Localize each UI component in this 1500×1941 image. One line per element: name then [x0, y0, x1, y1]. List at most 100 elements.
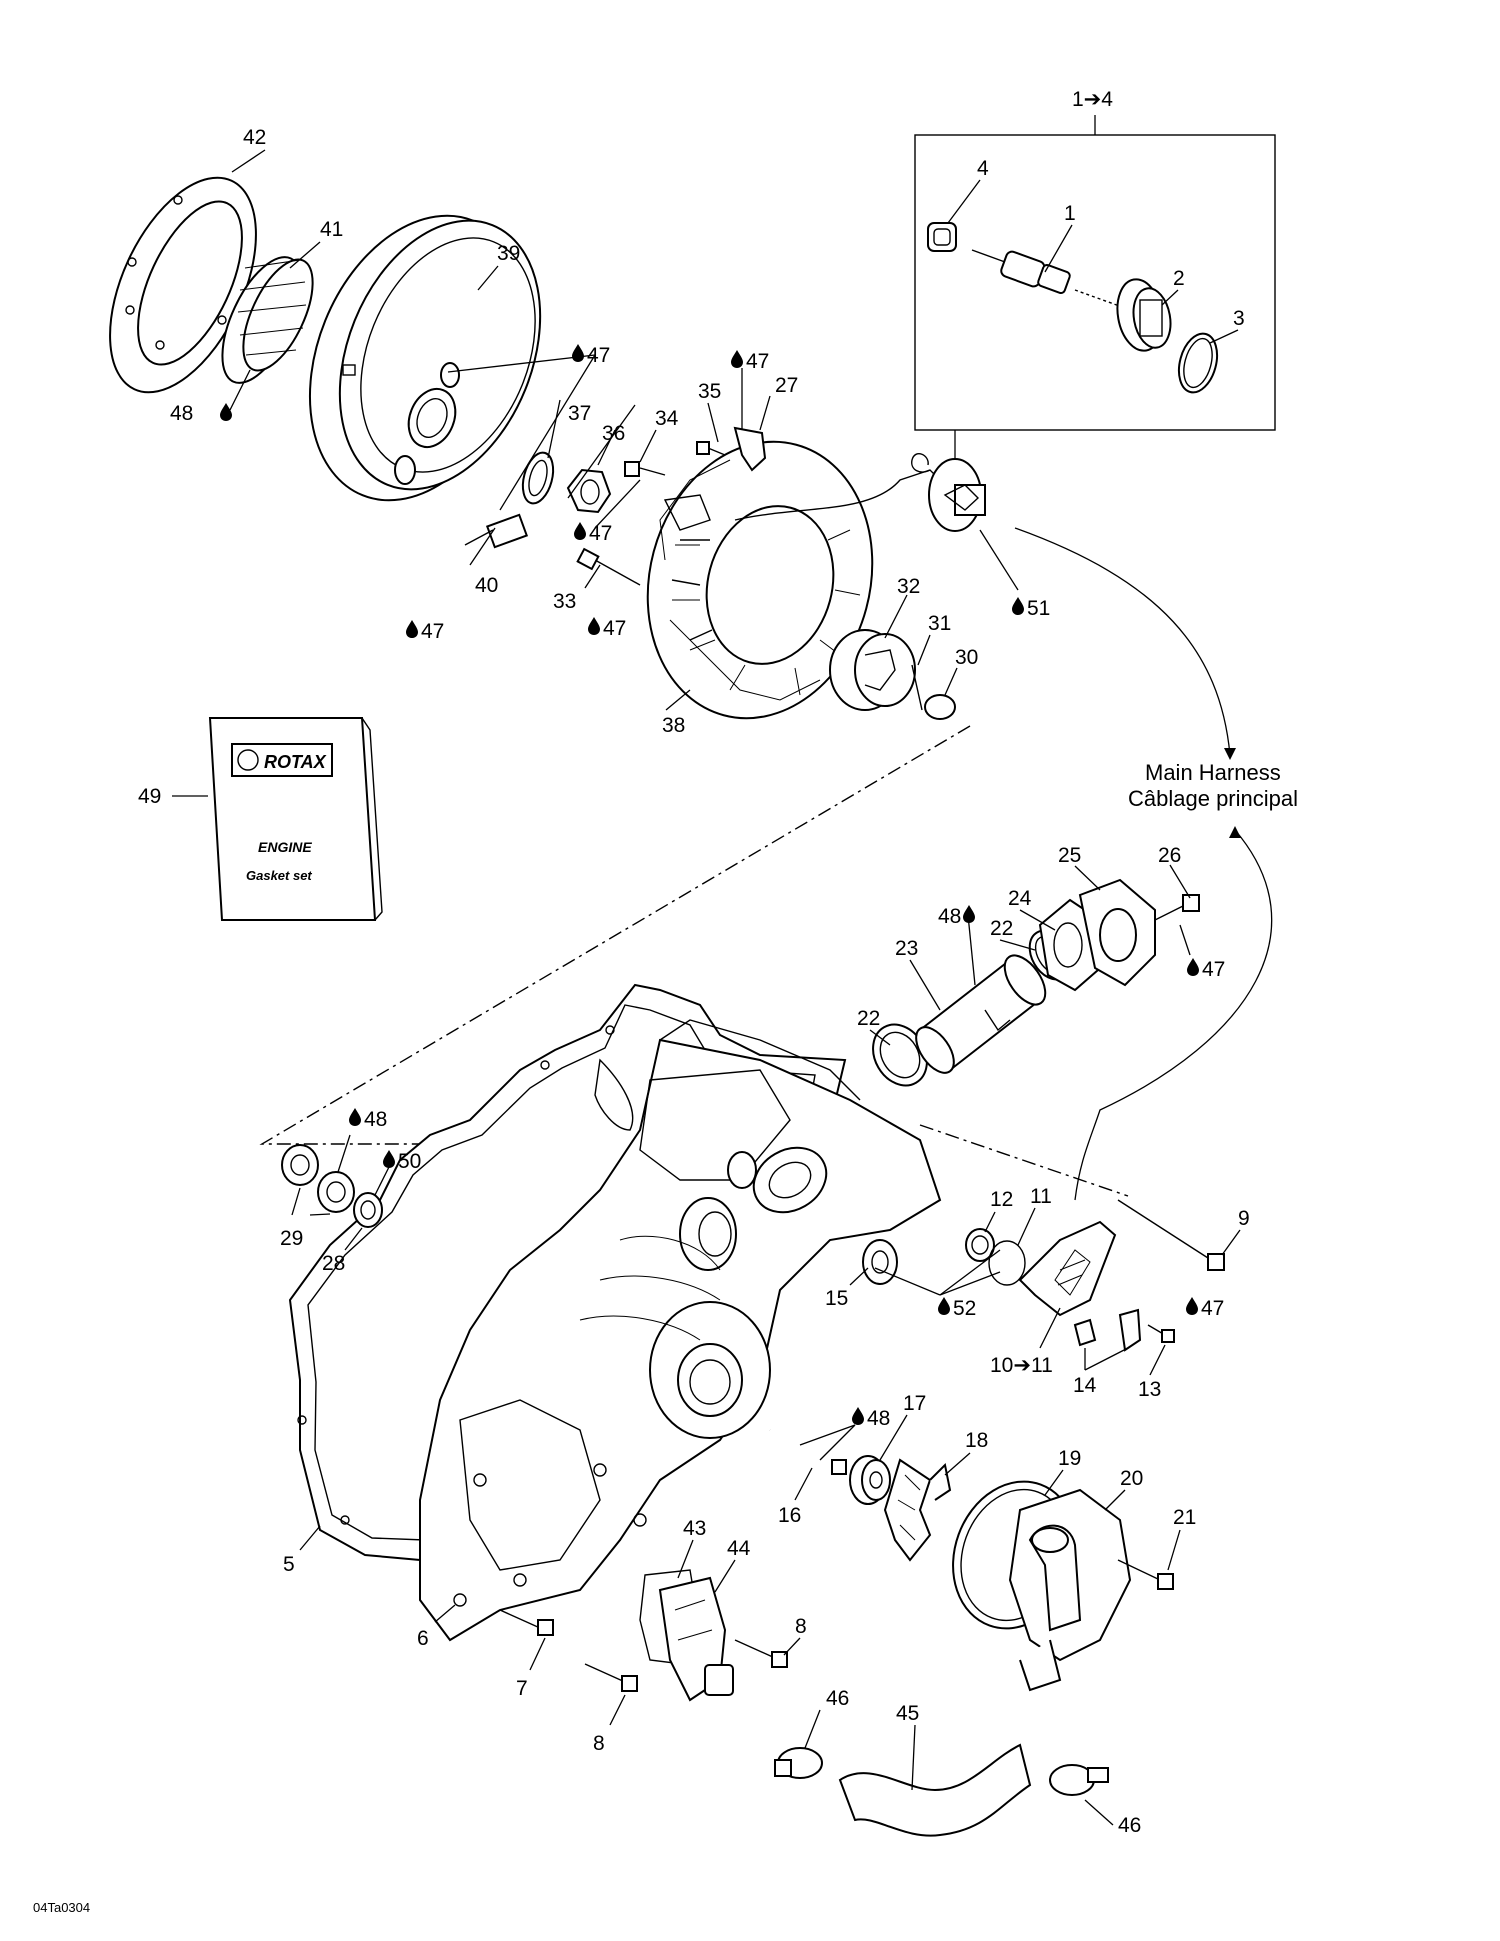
hose-clamp-46-b — [1049, 1764, 1109, 1796]
connector-51 — [928, 458, 986, 532]
manual-title: ENGINE — [258, 839, 312, 855]
callout-8-a: 8 — [795, 1615, 807, 1638]
callout-11: 11 — [1030, 1185, 1052, 1208]
screw-8-a — [734, 1639, 788, 1668]
callout-22-b: 22 — [990, 917, 1013, 940]
callout-7: 7 — [516, 1677, 528, 1700]
sensor-10 — [1018, 1220, 1117, 1317]
plug-30 — [924, 694, 956, 720]
sensor-part-1 — [971, 249, 1126, 309]
lubricant-drop-icon — [574, 522, 586, 540]
lube-ref-51: 51 — [1027, 597, 1050, 620]
callout-41: 41 — [320, 218, 343, 241]
main-harness-label: Main Harness — [1145, 760, 1281, 785]
callout-33: 33 — [553, 590, 576, 613]
lube-ref-48-a: 48 — [170, 402, 193, 425]
callout-1: 1 — [1064, 202, 1076, 225]
callout-31: 31 — [928, 612, 951, 635]
callout-46-b: 46 — [1118, 1814, 1141, 1837]
lubricant-drop-icon — [349, 1108, 361, 1126]
lube-ref-47-a: 47 — [587, 344, 610, 367]
callout-39: 39 — [497, 242, 520, 265]
trigger-cap-32 — [829, 629, 916, 711]
callout-37: 37 — [568, 402, 591, 425]
callout-21: 21 — [1173, 1506, 1196, 1529]
clamp-27 — [733, 426, 767, 472]
lube-ref-47-c: 47 — [746, 350, 769, 373]
callout-15: 15 — [825, 1287, 848, 1310]
callout-8-b: 8 — [593, 1732, 605, 1755]
lubricant-drop-icon — [963, 905, 975, 923]
stator-38 — [646, 440, 941, 720]
callout-17: 17 — [903, 1392, 926, 1415]
kit-frame — [914, 134, 1276, 431]
kit-box-1-4: 1➔4 4 1 2 3 — [914, 88, 1276, 470]
screw-13 — [1147, 1324, 1175, 1343]
lube-ref-47-f: 47 — [1202, 958, 1225, 981]
bracket-14 — [1118, 1308, 1142, 1352]
callout-28: 28 — [322, 1252, 345, 1275]
callout-24: 24 — [1008, 887, 1032, 910]
callout-30: 30 — [955, 646, 978, 669]
callout-23: 23 — [895, 937, 918, 960]
callout-34: 34 — [655, 407, 679, 430]
main-harness-label-fr: Câblage principal — [1128, 786, 1298, 811]
housing-part-2 — [1116, 278, 1172, 352]
ring-12 — [965, 1228, 995, 1262]
magneto-cover-6 — [419, 1019, 942, 1642]
callout-45: 45 — [896, 1702, 919, 1725]
sprag-clutch-41 — [221, 256, 314, 384]
callout-40: 40 — [475, 574, 498, 597]
alignment-line-a — [259, 725, 971, 1145]
callout-22-a: 22 — [857, 1007, 880, 1030]
lube-ref-52: 52 — [953, 1297, 976, 1320]
flywheel-39 — [308, 214, 542, 502]
callout-27: 27 — [775, 374, 798, 397]
lubricant-drop-icon — [588, 617, 600, 635]
gasket-set-manual-49: ROTAX ENGINE Gasket set — [208, 717, 383, 921]
callout-13: 13 — [1138, 1378, 1161, 1401]
seal-15 — [862, 1239, 898, 1285]
nut-36 — [566, 468, 612, 514]
callout-2: 2 — [1173, 267, 1185, 290]
lube-ref-48-d: 48 — [867, 1407, 890, 1430]
lubricant-drop-icon — [383, 1150, 395, 1168]
callout-35: 35 — [698, 380, 721, 403]
callout-20: 20 — [1120, 1467, 1143, 1490]
screw-35 — [696, 441, 726, 456]
lubricant-drop-icon — [406, 620, 418, 638]
bolt-9 — [1117, 1199, 1225, 1271]
lubricant-drop-icon — [572, 344, 584, 362]
lube-ref-47-d: 47 — [589, 522, 612, 545]
oil-seal-28 — [353, 1192, 383, 1228]
lubricant-drop-icon — [852, 1407, 864, 1425]
lube-ref-48-c: 48 — [938, 905, 961, 928]
manual-subtitle: Gasket set — [246, 868, 312, 883]
callout-43: 43 — [683, 1517, 706, 1540]
callout-26: 26 — [1158, 844, 1181, 867]
callout-12: 12 — [990, 1188, 1013, 1211]
lubricant-drop-icon — [938, 1297, 950, 1315]
screw-8-b — [584, 1663, 638, 1692]
callout-46-a: 46 — [826, 1687, 849, 1710]
callout-10: 10➔11 — [990, 1354, 1053, 1377]
seal-17 — [849, 1455, 891, 1505]
callout-44: 44 — [727, 1537, 751, 1560]
callout-16: 16 — [778, 1504, 801, 1527]
lubricant-drop-icon — [220, 403, 232, 421]
callout-38: 38 — [662, 714, 685, 737]
impeller-18 — [883, 1458, 952, 1562]
lubricant-drop-icon — [1186, 1297, 1198, 1315]
callout-19: 19 — [1058, 1447, 1081, 1470]
guide-44 — [658, 1576, 734, 1702]
spacer-14 — [1073, 1318, 1097, 1347]
lubricant-drop-icon — [731, 350, 743, 368]
callout-42: 42 — [243, 126, 266, 149]
lube-ref-50: 50 — [398, 1150, 421, 1173]
screw-21 — [1117, 1559, 1174, 1590]
o-ring-part-3 — [1177, 332, 1219, 394]
lube-ref-48-b: 48 — [364, 1108, 387, 1131]
lube-ref-47-e: 47 — [603, 617, 626, 640]
harness-arrow-top — [1014, 527, 1231, 756]
